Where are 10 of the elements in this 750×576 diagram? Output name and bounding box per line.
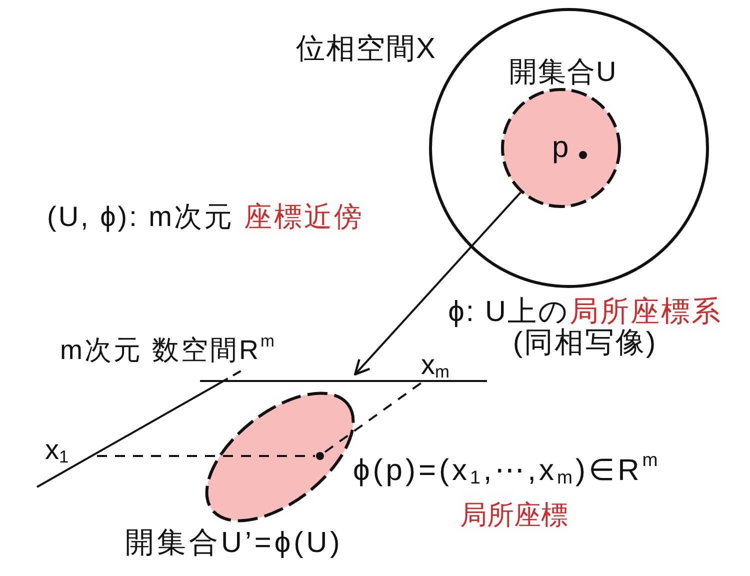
term-label: 局所座標 bbox=[460, 500, 568, 532]
axis-label: x$_{1}$ bbox=[45, 434, 69, 466]
coordinate-formula: ϕ(p)=(x$_{1}$,⋯,x$_{m}$)∈R$^{m}$ bbox=[353, 454, 661, 488]
definition-text: (U, ϕ): m次元 座標近傍 bbox=[47, 201, 364, 234]
space-label: m次元 数空間R$^{m}$ bbox=[60, 335, 276, 366]
arrow bbox=[354, 192, 522, 376]
space-label: 位相空間X bbox=[296, 33, 436, 66]
set-label: 開集合U bbox=[509, 56, 618, 88]
set-label: 開集合U’=ϕ(U) bbox=[125, 527, 343, 560]
point-label: p bbox=[552, 131, 569, 166]
